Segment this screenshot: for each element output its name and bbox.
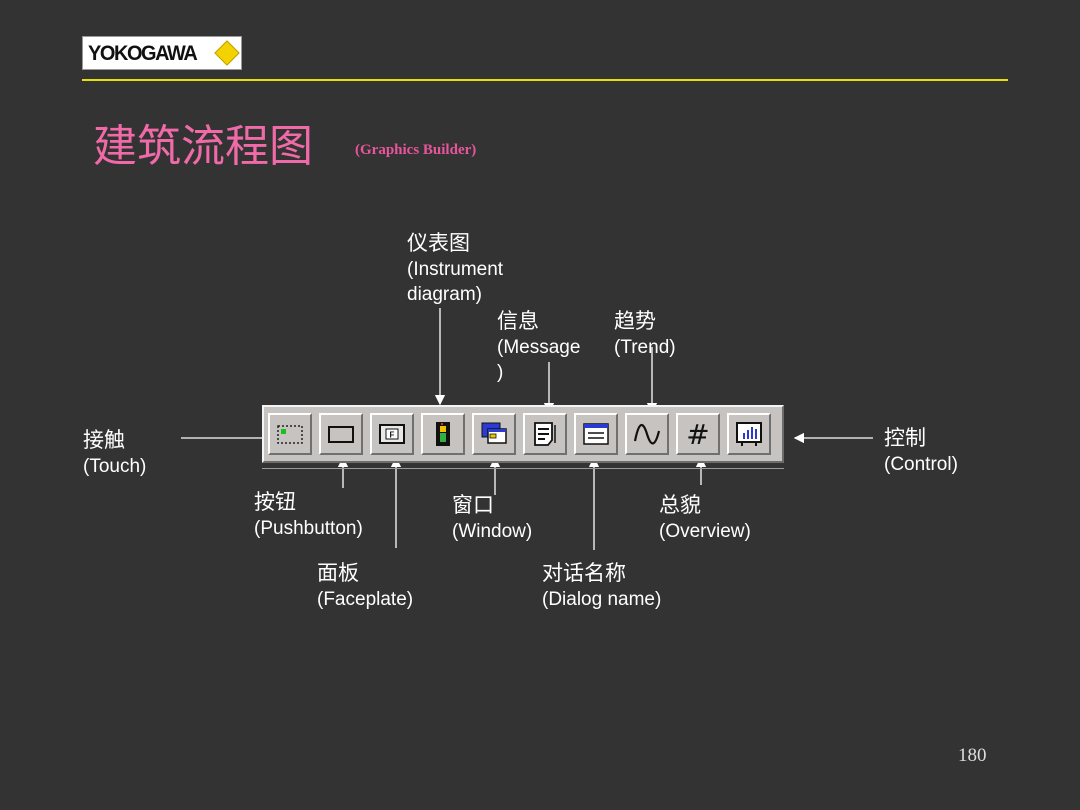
window-button[interactable] xyxy=(472,413,516,455)
touch-target-icon xyxy=(277,425,303,444)
label-touch-zh: 接触 xyxy=(83,428,125,452)
label-message-en1: (Message xyxy=(497,337,581,358)
touch-button[interactable] xyxy=(268,413,312,455)
instrument-diagram-icon xyxy=(436,422,450,446)
overview-icon: # xyxy=(686,419,709,449)
toolbar-underline xyxy=(262,468,784,469)
pushbutton-icon xyxy=(328,426,354,443)
logo-diamond-icon xyxy=(214,40,240,66)
label-message-zh: 信息 xyxy=(497,309,539,333)
message-button[interactable] xyxy=(523,413,567,455)
header-rule xyxy=(82,79,1008,81)
label-touch: 接触 (Touch) xyxy=(83,427,146,479)
label-pushbutton-zh: 按钮 xyxy=(254,490,296,514)
trend-icon xyxy=(633,424,661,445)
overview-button[interactable]: # xyxy=(676,413,720,455)
label-dialog-zh: 对话名称 xyxy=(542,561,626,585)
label-overview-en: (Overview) xyxy=(659,521,751,542)
label-dialog-en: (Dialog name) xyxy=(542,589,662,610)
trend-button[interactable] xyxy=(625,413,669,455)
page-subtitle: (Graphics Builder) xyxy=(355,142,477,158)
label-window-en: (Window) xyxy=(452,521,533,542)
label-message-en2: ) xyxy=(497,362,504,383)
label-overview: 总貌 (Overview) xyxy=(659,492,751,544)
label-control: 控制 (Control) xyxy=(884,425,958,477)
label-trend-en: (Trend) xyxy=(614,337,676,358)
label-trend-zh: 趋势 xyxy=(614,309,656,333)
label-dialog-name: 对话名称 (Dialog name) xyxy=(542,560,661,612)
pushbutton-button[interactable] xyxy=(319,413,363,455)
faceplate-icon: F xyxy=(379,424,405,444)
label-instrument-zh: 仪表图 xyxy=(407,231,470,255)
label-overview-zh: 总貌 xyxy=(659,493,701,517)
yokogawa-logo: YOKOGAWA xyxy=(82,36,242,70)
control-icon xyxy=(736,422,762,446)
dialog-name-button[interactable] xyxy=(574,413,618,455)
graphics-builder-toolbar: F xyxy=(262,405,784,463)
control-button[interactable] xyxy=(727,413,771,455)
dialog-name-icon xyxy=(583,423,609,445)
label-control-en: (Control) xyxy=(884,454,958,475)
label-pushbutton-en: (Pushbutton) xyxy=(254,518,363,539)
label-message: 信息 (Message ) xyxy=(497,308,580,385)
logo-text: YOKOGAWA xyxy=(88,42,198,65)
label-window: 窗口 (Window) xyxy=(452,492,532,544)
label-touch-en: (Touch) xyxy=(83,456,147,477)
label-control-zh: 控制 xyxy=(884,426,926,450)
page-number: 180 xyxy=(958,745,987,766)
overview-glyph: # xyxy=(686,419,709,449)
label-instrument-en2: diagram) xyxy=(407,284,482,305)
label-pushbutton: 按钮 (Pushbutton) xyxy=(254,489,363,541)
label-faceplate-en: (Faceplate) xyxy=(317,589,414,610)
label-window-zh: 窗口 xyxy=(452,493,494,517)
label-faceplate: 面板 (Faceplate) xyxy=(317,560,413,612)
label-faceplate-zh: 面板 xyxy=(317,561,359,585)
label-instrument-en1: (Instrument xyxy=(407,259,504,280)
label-instrument-diagram: 仪表图 (Instrument diagram) xyxy=(407,230,503,307)
label-trend: 趋势 (Trend) xyxy=(614,308,676,360)
instrument-diagram-button[interactable] xyxy=(421,413,465,455)
faceplate-button[interactable]: F xyxy=(370,413,414,455)
page-title: 建筑流程图 xyxy=(93,121,313,172)
window-icon xyxy=(481,422,507,444)
message-icon xyxy=(534,422,556,446)
faceplate-glyph: F xyxy=(390,431,395,440)
